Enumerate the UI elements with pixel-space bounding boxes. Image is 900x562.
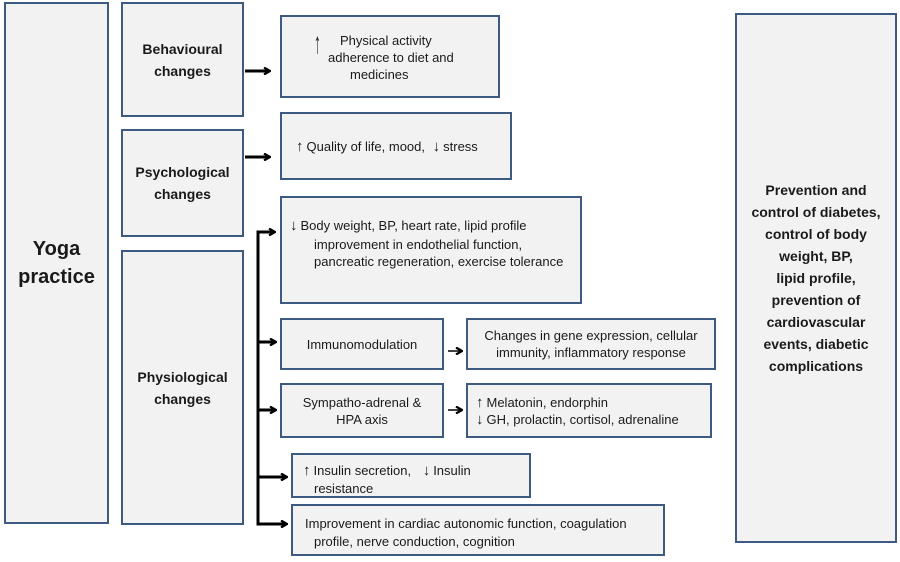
yoga-line-1: Yoga	[32, 238, 81, 260]
immunomodulation-text: Immunomodulation	[306, 336, 418, 352]
psychological-changes-box: Psychological changes	[121, 129, 244, 237]
physiological-changes-box: Physiological changes	[121, 250, 244, 525]
outcome-line-3: control of body	[765, 226, 867, 242]
outcome-line-2: control of diabetes,	[751, 204, 881, 220]
cardiac-line-1: Improvement in cardiac autonomic functio…	[305, 516, 627, 531]
melatonin-box: Melatonin, endorphin GH, prolactin, cort…	[466, 383, 712, 438]
physiological-line-1: Physiological	[137, 368, 228, 385]
insulin-secretion-text: Insulin secretion,	[313, 463, 412, 478]
behavioural-line-2: changes	[154, 62, 211, 79]
down-arrow-icon	[476, 412, 487, 427]
insulin-resistance-text: resistance	[314, 481, 374, 496]
yoga-line-2: practice	[18, 266, 95, 288]
body-weight-line-1: Body weight, BP, heart rate, lipid profi…	[300, 218, 527, 233]
up-arrow-icon: ↑	[314, 27, 321, 60]
sympatho-adrenal-line-1: Sympatho-adrenal &	[302, 394, 422, 410]
behavioural-line-1: Behavioural	[142, 40, 223, 57]
stress-text: stress	[443, 138, 478, 154]
outcome-box: Prevention and control of diabetes, cont…	[735, 13, 897, 543]
outcome-line-7: cardiovascular	[766, 314, 866, 330]
physical-activity-line-2: adherence to diet and	[328, 50, 454, 65]
quality-of-life-text: Quality of life, mood,	[306, 138, 426, 154]
physical-activity-box: ↑ Physical activity adherence to diet an…	[280, 15, 500, 98]
outcome-line-9: complications	[768, 358, 864, 374]
melatonin-line-2: GH, prolactin, cortisol, adrenaline	[486, 412, 679, 427]
body-weight-box: Body weight, BP, heart rate, lipid profi…	[280, 196, 582, 304]
outcome-line-6: prevention of	[771, 292, 861, 308]
gene-expression-line-1: Changes in gene expression, cellular	[484, 328, 698, 343]
immunomodulation-box: Immunomodulation	[280, 318, 444, 370]
melatonin-line-1: Melatonin, endorphin	[486, 395, 608, 410]
insulin-box: Insulin secretion, Insulin resistance	[291, 453, 531, 498]
physical-activity-line-1: Physical activity	[340, 33, 432, 48]
body-weight-line-2: improvement in endothelial function,	[314, 237, 523, 252]
cardiac-box: Improvement in cardiac autonomic functio…	[291, 504, 665, 556]
quality-of-life-box: Quality of life, mood, stress	[280, 112, 512, 180]
psychological-line-2: changes	[154, 186, 211, 202]
down-arrow-icon	[433, 139, 444, 154]
outcome-line-8: events, diabetic	[763, 336, 869, 352]
psychological-line-1: Psychological	[135, 164, 230, 180]
outcome-line-5: lipid profile,	[776, 270, 856, 286]
sympatho-adrenal-box: Sympatho-adrenal & HPA axis	[280, 383, 444, 438]
yoga-practice-box: Yoga practice	[4, 2, 109, 524]
up-arrow-icon	[476, 395, 487, 410]
body-weight-line-3: pancreatic regeneration, exercise tolera…	[314, 254, 564, 269]
down-arrow-icon	[423, 463, 434, 478]
behavioural-changes-box: Behavioural changes	[121, 2, 244, 117]
down-arrow-icon	[290, 218, 301, 233]
gene-expression-line-2: immunity, inflammatory response	[496, 345, 686, 360]
outcome-line-1: Prevention and	[765, 182, 867, 198]
sympatho-adrenal-line-2: HPA axis	[336, 411, 388, 427]
cardiac-line-2: profile, nerve conduction, cognition	[314, 534, 515, 549]
up-arrow-icon	[296, 139, 307, 154]
gene-expression-box: Changes in gene expression, cellular imm…	[466, 318, 716, 370]
outcome-line-4: weight, BP,	[779, 248, 853, 264]
insulin-text: Insulin	[433, 463, 471, 478]
up-arrow-icon	[303, 463, 314, 478]
physical-activity-line-3: medicines	[350, 67, 409, 82]
physiological-line-2: changes	[154, 390, 211, 407]
